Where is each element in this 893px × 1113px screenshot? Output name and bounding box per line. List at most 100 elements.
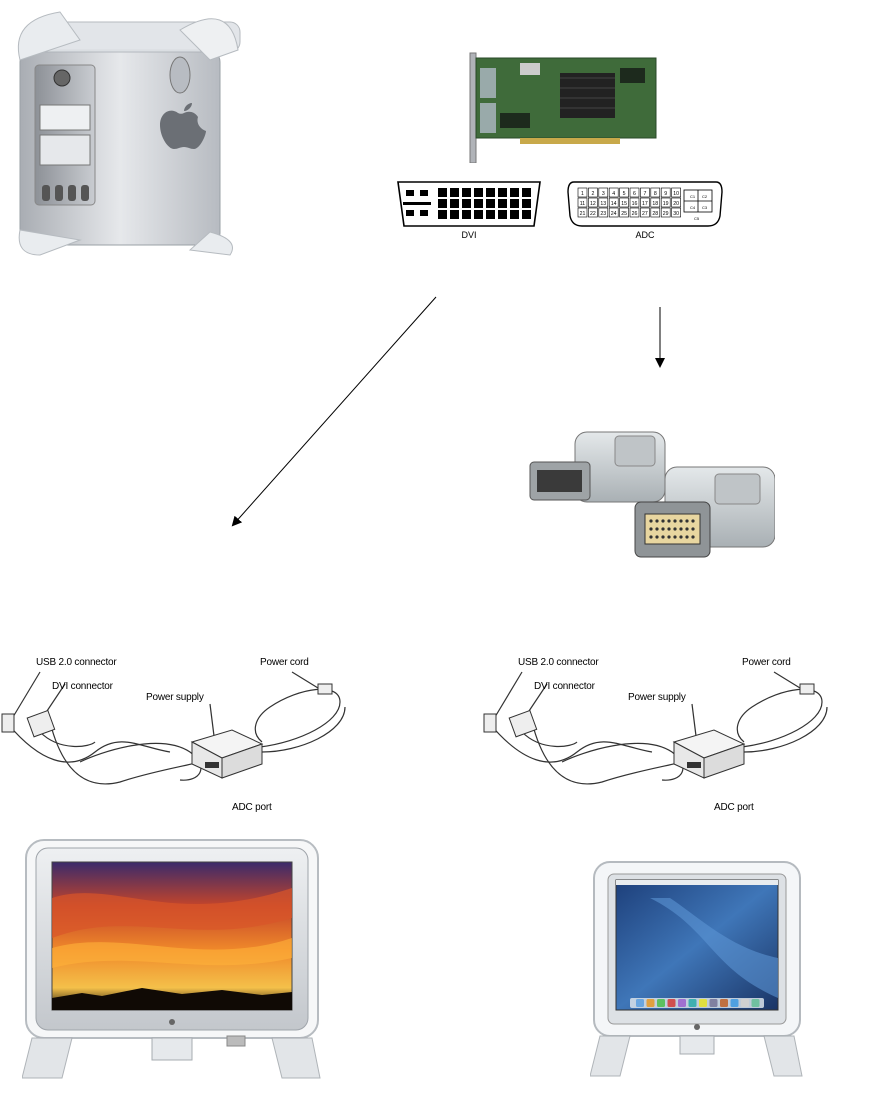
svg-text:C5: C5	[694, 216, 700, 221]
adapter-socket-hole	[649, 527, 653, 531]
dvi-pin	[498, 210, 507, 219]
adapter-socket-hole	[661, 519, 665, 523]
dvi-pin	[450, 199, 459, 208]
adc-port-label: ADC port	[714, 802, 754, 813]
dock-icon	[751, 999, 760, 1007]
dock-icon	[667, 999, 676, 1007]
power-supply-label: Power supply	[146, 692, 204, 703]
studio-display-image	[590, 861, 803, 1077]
adc-pin	[598, 197, 609, 208]
adapter-socket-hole	[691, 535, 695, 539]
adc-pin	[629, 207, 640, 218]
adc-pin	[608, 207, 619, 218]
adc-pin-number: 2	[591, 191, 594, 197]
adapter-socket-hole	[649, 535, 653, 539]
dock-icon	[636, 999, 644, 1007]
adc-pin	[650, 187, 661, 198]
adapter-socket-hole	[685, 519, 689, 523]
dvi-connector-diagram: DVI	[394, 178, 544, 246]
adc-pin	[619, 207, 629, 218]
adc-pin	[660, 207, 671, 218]
adc-pin-number: 24	[611, 211, 617, 217]
svg-text:C1: C1	[690, 194, 696, 199]
adc-pin	[608, 187, 619, 198]
dvi-pin	[462, 210, 471, 219]
dvi-pin	[474, 199, 483, 208]
dvi-pin	[486, 188, 495, 197]
dvi-pin	[450, 210, 459, 219]
adc-pin	[629, 197, 640, 208]
dvi-pin	[462, 199, 471, 208]
power-cord-label: Power cord	[260, 657, 309, 668]
adc-pin-number: 20	[673, 201, 679, 207]
adapter-socket-hole	[649, 519, 653, 523]
adc-pin	[671, 207, 681, 218]
adapter-socket-hole	[679, 519, 683, 523]
adc-pin	[588, 197, 598, 208]
svg-text:C4: C4	[690, 205, 696, 210]
adc-pin	[588, 187, 598, 198]
adapter-socket-hole	[667, 535, 671, 539]
adc-pin	[577, 187, 588, 198]
dvi-pin	[438, 188, 447, 197]
adapter-socket-hole	[661, 535, 665, 539]
adapter-socket-hole	[679, 535, 683, 539]
adc-label: ADC	[635, 230, 655, 240]
dvi-pin	[438, 210, 447, 219]
dock-icon	[741, 999, 749, 1007]
adc-pin-number: 22	[590, 211, 596, 217]
adc-pin-number: 26	[632, 211, 638, 217]
adc-pin	[660, 187, 671, 198]
dock-icon	[699, 999, 707, 1007]
adc-pin	[671, 197, 681, 208]
adc-pin	[619, 197, 629, 208]
dvi-pin	[438, 199, 447, 208]
adc-pin-number: 21	[580, 211, 586, 217]
dvi-pin	[510, 188, 519, 197]
power-cord-label: Power cord	[742, 657, 791, 668]
adc-pin-number: 13	[600, 201, 606, 207]
adc-pin-number: 3	[602, 191, 605, 197]
dvi-pin	[522, 199, 531, 208]
svg-text:C3: C3	[702, 205, 708, 210]
adc-pin	[577, 197, 588, 208]
dock-icon	[720, 999, 728, 1007]
adc-pin	[598, 207, 609, 218]
adc-pin-number: 14	[611, 201, 617, 207]
adc-pin-number: 7	[643, 191, 646, 197]
adapter-socket-hole	[691, 527, 695, 531]
dvi-pin	[498, 188, 507, 197]
adapter-socket-hole	[673, 527, 677, 531]
dvi-pin	[498, 199, 507, 208]
adc-pin-number: 1	[581, 191, 584, 197]
adc-pin-number: 12	[590, 201, 596, 207]
dvi-pin	[462, 188, 471, 197]
dock-icon	[657, 999, 665, 1007]
apple-logo-icon	[160, 103, 206, 149]
usb-connector-label: USB 2.0 connector	[518, 657, 599, 668]
adapter-socket-hole	[685, 535, 689, 539]
dvi-pin	[522, 188, 531, 197]
adapter-socket-hole	[667, 527, 671, 531]
dvi-pin	[486, 210, 495, 219]
adc-pin	[608, 197, 619, 208]
adapter-socket-hole	[667, 519, 671, 523]
adc-pin	[577, 207, 588, 218]
dvi-pin	[450, 188, 459, 197]
adc-pin-number: 18	[652, 201, 658, 207]
adc-pin-number: 29	[663, 211, 669, 217]
adc-pin	[671, 187, 681, 198]
adc-pin	[619, 187, 629, 198]
power-mac-g4-image	[0, 0, 262, 262]
dvi-pin	[510, 199, 519, 208]
dock-icon	[688, 999, 697, 1007]
adapter-socket-hole	[655, 527, 659, 531]
adapter-socket-hole	[679, 527, 683, 531]
usb-connector-label: USB 2.0 connector	[36, 657, 117, 668]
adc-pin	[660, 197, 671, 208]
dock-icon	[709, 999, 718, 1007]
dvi-pin	[522, 210, 531, 219]
adc-pin-number: 28	[652, 211, 658, 217]
adapter-socket-hole	[691, 519, 695, 523]
adc-pin-number: 16	[632, 201, 638, 207]
